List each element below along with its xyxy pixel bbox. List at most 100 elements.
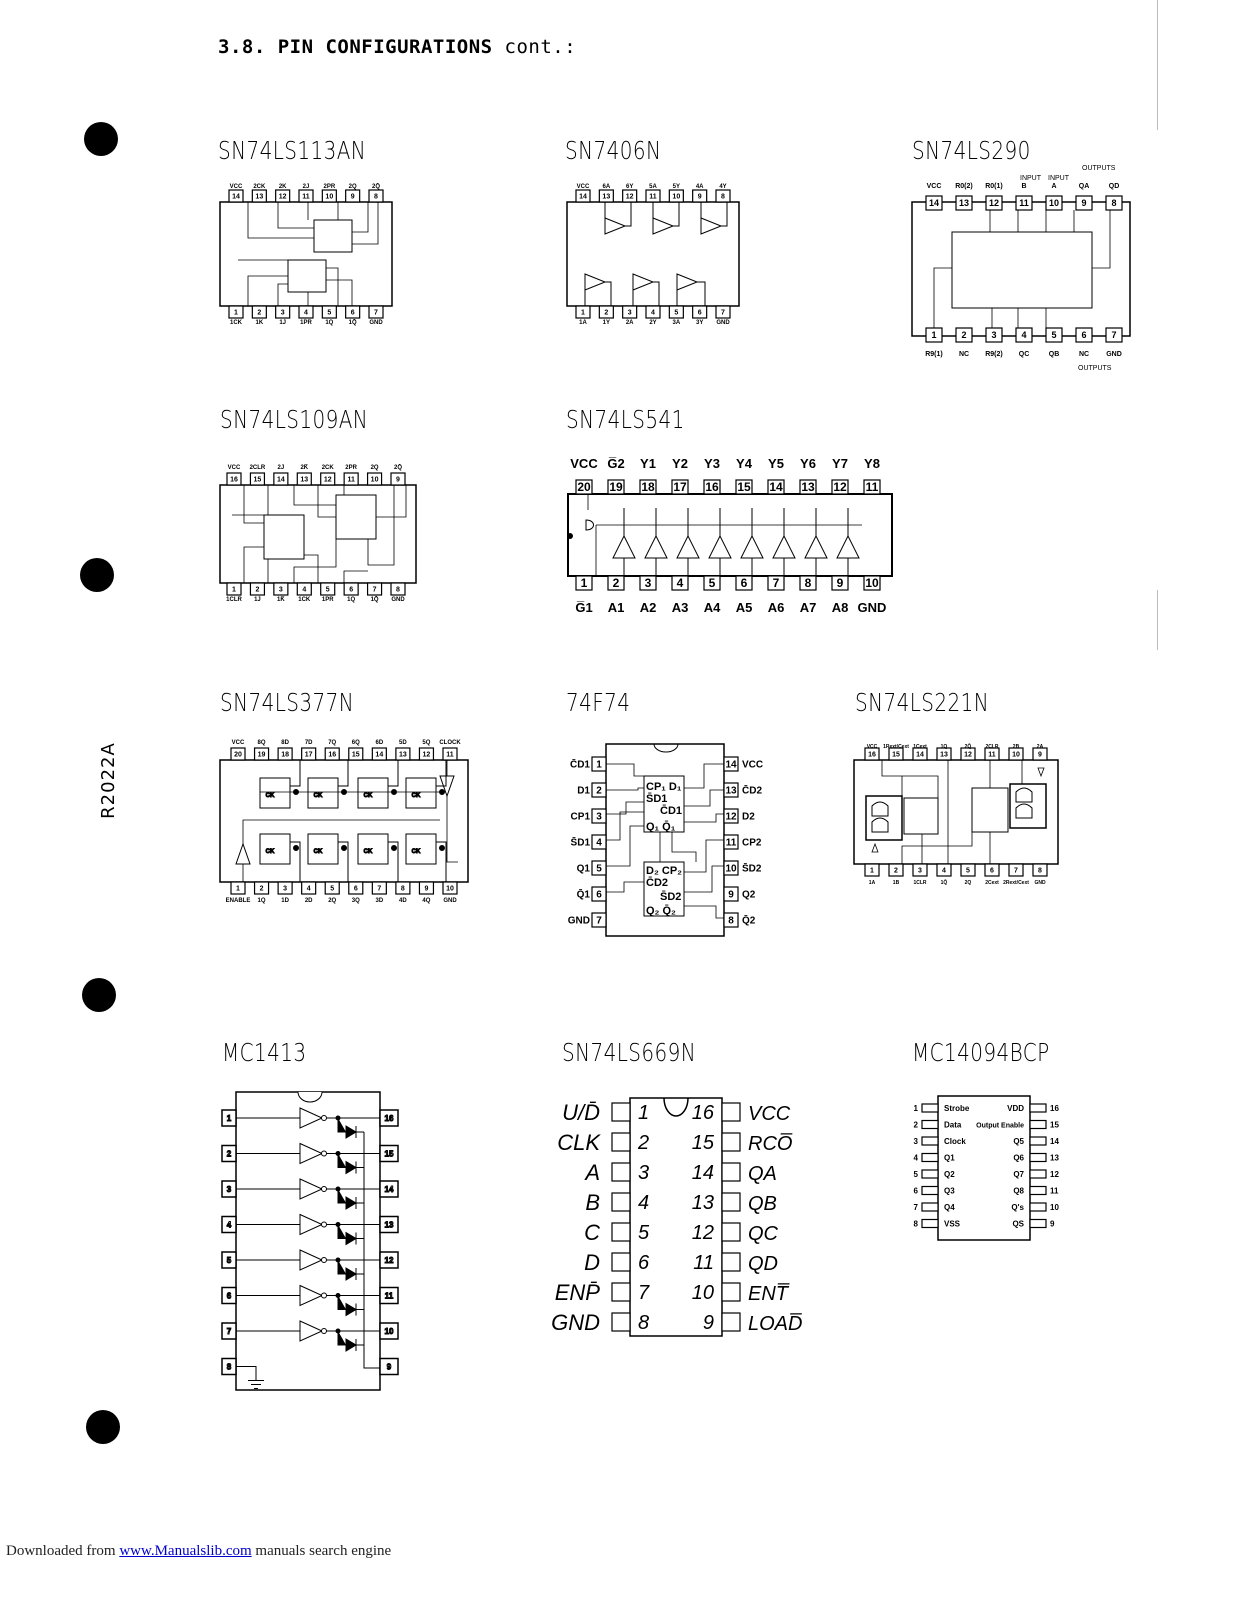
pin-label: 4A [696, 184, 704, 190]
pin-label: Strobe [944, 1104, 970, 1113]
pin-box [715, 189, 731, 203]
pin-label: Q1 [577, 864, 591, 875]
pin-number: 8 [638, 1312, 649, 1334]
pin-box [591, 886, 607, 902]
pin-box [1029, 1103, 1047, 1113]
pin-label: Y6 [800, 456, 816, 471]
pin-label: GND [391, 597, 405, 603]
diagram-sn74ls541: 201VCCG̅1192G̅2A1183Y1A2174Y2A3165Y3A415… [567, 456, 893, 615]
ff-clock-label: CK [412, 849, 421, 855]
pin-label: 1CK [230, 320, 243, 326]
pin-number: 9 [703, 1312, 714, 1334]
pin-box [668, 189, 684, 203]
pin-box [575, 575, 593, 591]
pin-number: 9 [1038, 751, 1042, 758]
pin-number: 16 [1050, 1104, 1059, 1113]
pin-box [611, 1312, 631, 1332]
pin-label: 1A [579, 320, 587, 326]
chip-title-sn74ls541: SN74LS541 [566, 405, 685, 434]
pin-number: 11 [649, 193, 657, 200]
flip-flop [405, 833, 437, 865]
pin-number: 10 [672, 193, 680, 200]
pin-box [298, 305, 314, 319]
pin-box [1045, 327, 1063, 343]
pin-box [921, 1136, 939, 1146]
pin-number: 2 [961, 330, 966, 340]
pin-number: 12 [833, 480, 847, 494]
pin-number: 11 [302, 193, 310, 200]
pin-label: QD [748, 1253, 778, 1275]
pin-box [1045, 195, 1063, 211]
pin-number: 9 [728, 890, 734, 901]
pin-label: 1Q̄ [371, 596, 379, 603]
pin-box [273, 472, 289, 486]
pin-number: 3 [628, 309, 632, 316]
pin-box [1029, 1119, 1047, 1130]
pin-box [692, 305, 708, 319]
pin-number: 15 [352, 751, 360, 758]
pin-box [343, 582, 359, 596]
pin-number: 11 [385, 1292, 394, 1301]
pin-label: 4Y [719, 184, 726, 190]
pin-box [1105, 327, 1123, 343]
pin-number: 13 [940, 751, 948, 758]
pin-number: 4 [942, 867, 946, 874]
clamp-diode [337, 1331, 364, 1352]
flip-flop [259, 777, 291, 809]
pin-box [1032, 747, 1048, 761]
pin-number: 7 [638, 1282, 650, 1304]
pin-number: 8 [1038, 867, 1042, 874]
pin-number: 2 [613, 576, 620, 590]
pin-label: Y4 [736, 456, 753, 471]
pin-box [395, 747, 411, 761]
pin-box [348, 747, 364, 761]
pin-label: VCC [927, 183, 942, 190]
pin-number: 6 [354, 885, 358, 892]
pin-number: 12 [385, 1256, 394, 1265]
pin-box [277, 747, 293, 761]
pin-box [395, 881, 411, 895]
pin-label: 2CLR [985, 744, 998, 750]
driver-buffer [236, 1178, 380, 1200]
pin-box [831, 575, 849, 591]
pin-label: QA [748, 1163, 777, 1185]
pin-box [1029, 1218, 1047, 1229]
pin-number: 1 [596, 760, 602, 771]
pin-label: Q4 [944, 1203, 955, 1212]
pin-box [936, 863, 952, 877]
pin-number: 6 [227, 1292, 232, 1301]
pin-label: NC [959, 351, 969, 358]
pin-label: GND [716, 320, 730, 326]
pin-label: Q3 [944, 1187, 955, 1196]
pin-label: VCC [742, 760, 763, 771]
pin-number: 12 [324, 476, 332, 483]
pin-box [228, 305, 244, 319]
outputs-label: OUTPUTS [1078, 365, 1112, 372]
pin-number: 2 [227, 1150, 232, 1159]
pin-box [249, 582, 266, 596]
pin-box [1029, 1136, 1047, 1146]
pin-number: 6 [741, 576, 748, 590]
buffer-gate [836, 534, 860, 559]
pin-box [390, 582, 406, 596]
pin-label: QB [748, 1193, 777, 1215]
pin-number: 3 [279, 586, 283, 593]
pin-number: 15 [892, 751, 900, 758]
manualslib-link[interactable]: www.Manualslib.com [119, 1543, 252, 1559]
pin-label: VCC [228, 465, 241, 471]
footer-suffix: manuals search engine [251, 1543, 392, 1559]
pin-number: 10 [725, 864, 737, 875]
pin-number: 11 [866, 480, 879, 494]
pin-box [298, 189, 314, 203]
page-footer: Downloaded from www.Manualslib.com manua… [6, 1543, 391, 1560]
pin-label: 1Q [325, 320, 333, 326]
pin-number: 4 [596, 838, 602, 849]
pin-number: 19 [258, 751, 266, 758]
pin-label: Y3 [704, 456, 720, 471]
pin-label: 2Q [371, 465, 379, 471]
pin-label: ENP̄ [555, 1280, 601, 1305]
pin-number: 5 [914, 1170, 919, 1179]
pin-number: 6 [1081, 330, 1086, 340]
pin-label: 2Y [649, 320, 656, 326]
